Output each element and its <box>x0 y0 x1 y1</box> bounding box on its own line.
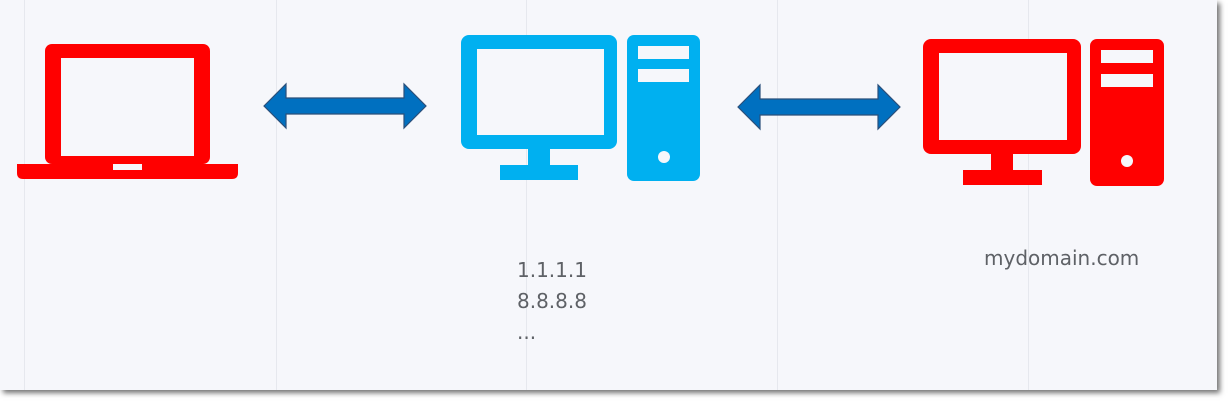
desktop-computer-icon <box>461 35 700 181</box>
grid-line <box>777 0 778 390</box>
server-domain-label: mydomain.com <box>984 246 1140 270</box>
bidirectional-arrow-client-resolver <box>263 82 427 130</box>
grid-line <box>1028 0 1029 390</box>
grid-line <box>276 0 277 390</box>
resolver-ip-line: 1.1.1.1 <box>517 258 587 282</box>
diagram-canvas: 1.1.1.1 8.8.8.8 ... mydomain.com <box>17 0 1164 390</box>
desktop-computer-icon <box>923 39 1164 186</box>
bidirectional-arrow-resolver-server <box>737 83 901 131</box>
resolver-ip-list: 1.1.1.1 8.8.8.8 ... <box>517 255 587 348</box>
resolver-ip-line: 8.8.8.8 <box>517 289 587 313</box>
grid-line <box>24 0 25 390</box>
laptop-icon <box>17 44 238 179</box>
grid-line <box>526 0 527 390</box>
resolver-ip-line: ... <box>517 320 537 344</box>
